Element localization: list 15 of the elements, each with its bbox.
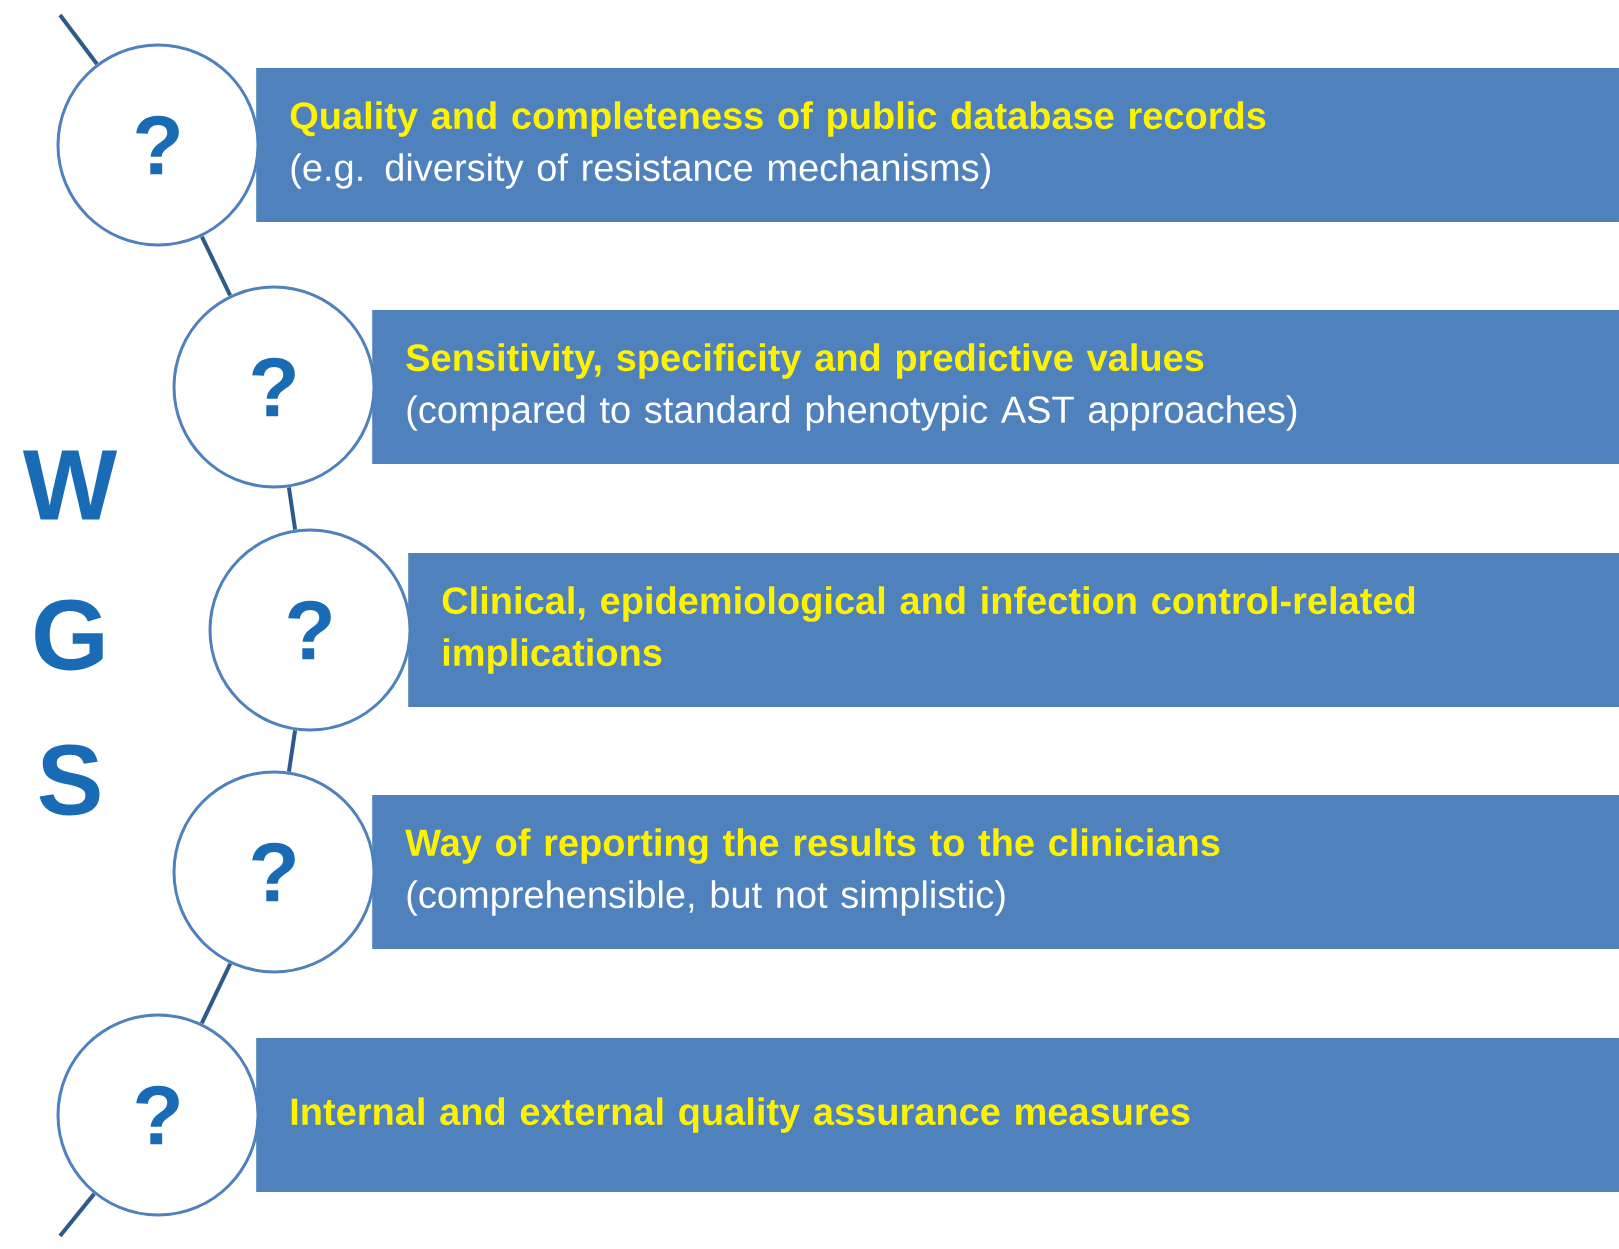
side-letter: G	[35, 599, 103, 671]
connector-line	[286, 487, 298, 530]
text-band: Way of reporting the results to the clinicians (comprehensible, but not simplistic)	[372, 795, 1619, 949]
side-letter: W	[22, 450, 118, 520]
node-label: ?	[136, 1085, 179, 1145]
text-band: Quality and completeness of public database records (e.g. diversity of resistance mechanisms)	[256, 68, 1619, 222]
connector-line	[58, 1192, 96, 1238]
text-band: Internal and external quality assurance measures	[256, 1038, 1619, 1192]
text-band: Clinical, epidemiological and infection control-related implications	[408, 553, 1619, 707]
connector-line	[200, 235, 232, 297]
side-letter: S	[39, 744, 100, 816]
text-band: Sensitivity, specificity and predictive values (compared to standard phenotypic AST approaches)	[372, 310, 1619, 464]
connector-line	[286, 730, 298, 772]
connector-line	[58, 13, 99, 66]
connector-line	[199, 962, 233, 1025]
